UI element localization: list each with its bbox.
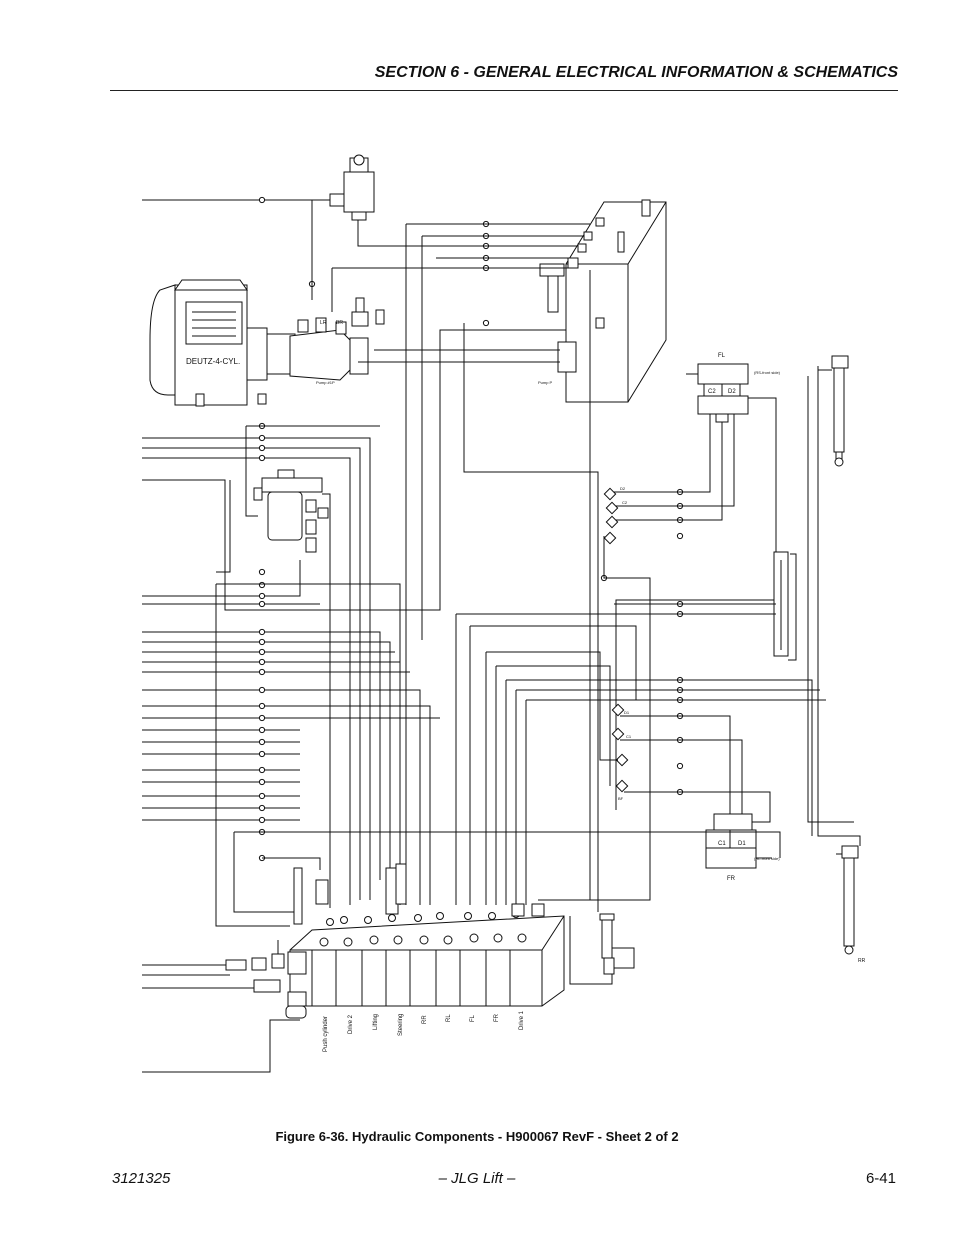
valve-section-label: RL: [446, 1014, 452, 1022]
header-rule: [110, 90, 898, 91]
engine-label: DEUTZ-4-CYL.: [186, 357, 240, 366]
valve-section-label: FL: [470, 1014, 476, 1022]
check-valves: [603, 487, 629, 793]
fr-motor: [620, 715, 772, 869]
rr-label: RR: [858, 958, 866, 964]
c2-label: C2: [708, 389, 716, 395]
return-filter: [253, 469, 331, 908]
valve-c1-label: C1: [626, 734, 632, 739]
valve-section-label: Drive 2: [348, 1014, 354, 1034]
valve-d1-label: D1: [624, 710, 630, 715]
tank-lines: [245, 223, 599, 912]
valve-d2-label: D2: [620, 486, 626, 491]
right-cylinder-middle: [773, 551, 797, 661]
right-cylinder-top: [807, 355, 861, 846]
valve-c2-label: C2: [622, 500, 628, 505]
valve-section-label: RR: [422, 1015, 428, 1024]
valve-section-label: FR: [494, 1013, 500, 1022]
br-label: BR: [336, 320, 343, 326]
diagram-labels: DEUTZ-4-CYL. Pump #1P Pump P LR BR FL (R…: [186, 320, 866, 964]
auxiliary-pump: [569, 913, 635, 985]
fl-motor: [612, 363, 777, 810]
control-valve-bank: [225, 863, 565, 1019]
rs-front-side-label: (RS-front side): [754, 370, 781, 375]
rl-front-side-label: (RL-front side): [754, 856, 780, 861]
fl-motor-label: FL: [718, 353, 726, 359]
main-pump: [289, 297, 385, 381]
publisher: – JLG Lift –: [438, 1170, 516, 1187]
valve-section-labels: Push cylinder Drive 2 Lifting Steering R…: [323, 1010, 525, 1052]
d2-label: D2: [728, 389, 736, 395]
valve-section-label: Steering: [398, 1014, 404, 1036]
right-cylinder-bottom: [836, 845, 859, 955]
c1-label: C1: [718, 841, 726, 847]
valve-section-label: Lifting: [373, 1014, 379, 1030]
hydraulic-tank: [539, 199, 667, 403]
valve-section-label: Push cylinder: [323, 1016, 329, 1052]
page-number: 6-41: [865, 1170, 896, 1187]
pump-main-label: Pump #1P: [316, 380, 335, 385]
pump-aux-label: Pump P: [538, 380, 553, 385]
doc-number: 3121325: [112, 1170, 171, 1187]
d1-label: D1: [738, 841, 746, 847]
right-line-runs: [215, 270, 826, 960]
left-feed-lines: [142, 199, 600, 1073]
section-title: SECTION 6 - GENERAL ELECTRICAL INFORMATI…: [374, 64, 898, 81]
fr-motor-label: FR: [727, 876, 736, 882]
valve-section-label: Drive 1: [519, 1010, 525, 1030]
lr-label: LR: [320, 320, 327, 326]
bf-label: BF: [618, 796, 624, 801]
top-solenoid-valve: [311, 154, 590, 300]
figure-caption: Figure 6-36. Hydraulic Components - H900…: [275, 1129, 679, 1144]
engine-block: [149, 279, 296, 407]
